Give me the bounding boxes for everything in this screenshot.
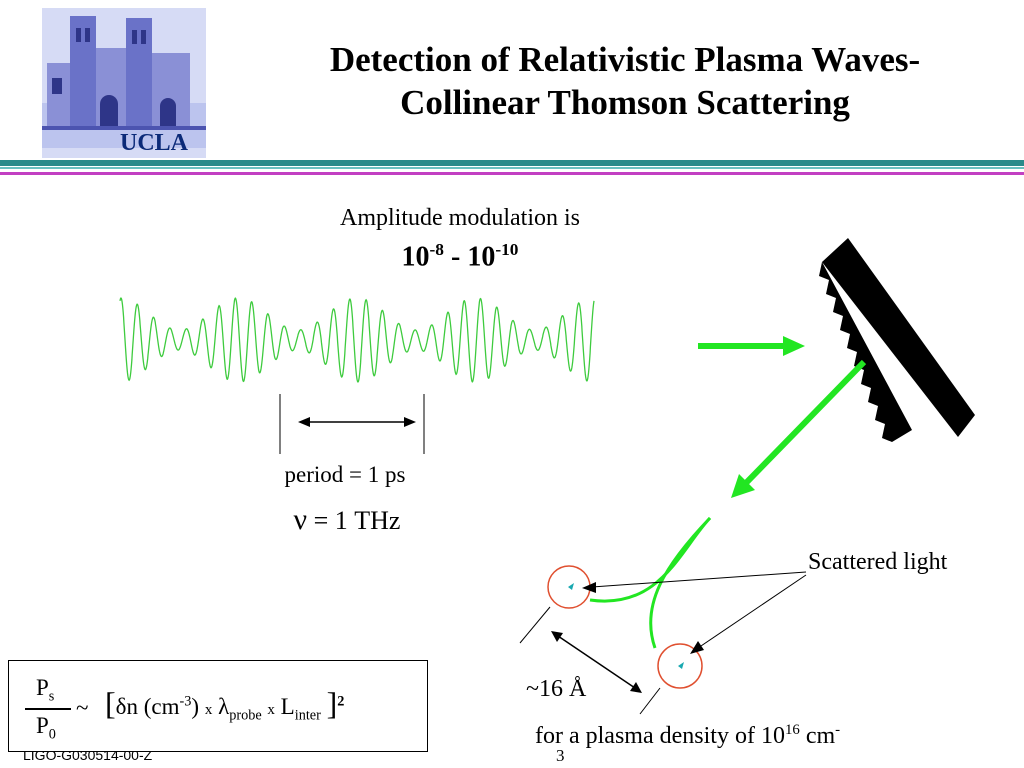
particle-icon-1 xyxy=(568,583,574,590)
frequency-label: ν = 1 THz xyxy=(293,503,401,536)
scattered-light-label: Scattered light xyxy=(808,549,948,575)
amplitude-label: Amplitude modulation is xyxy=(340,205,580,231)
amplitude-range: 10-8 - 10-10 xyxy=(401,240,519,273)
logo-text: UCLA xyxy=(120,130,189,156)
formula-expression: [δn (cm-3) x λprobe x Linter ]2 xyxy=(105,685,345,724)
fraction-bar xyxy=(25,708,71,710)
wave-curve xyxy=(119,297,595,383)
diffraction-grating xyxy=(819,238,975,442)
incident-arrowhead xyxy=(783,336,805,356)
formula-denominator: P0 xyxy=(36,713,56,743)
separation-arrow xyxy=(557,635,636,689)
ucla-logo xyxy=(42,8,206,158)
reflected-beam xyxy=(742,359,867,487)
slide-title: Detection of Relativistic Plasma Waves- … xyxy=(250,38,1000,124)
formula-sim: ~ xyxy=(76,695,89,720)
scattering-power-formula: Ps P0 ~ [δn (cm-3) x λprobe x Linter ]2 xyxy=(8,660,428,752)
formula-numerator: Ps xyxy=(36,675,55,705)
modulated-wave xyxy=(119,297,595,383)
title-divider xyxy=(0,160,1024,175)
scattered-path-1 xyxy=(589,516,712,603)
density-label: for a plasma density of 1016 cm- xyxy=(535,722,841,749)
electron-circle-2 xyxy=(657,643,703,689)
scattered-path-2 xyxy=(649,516,712,649)
separation-label: ~16 Å xyxy=(526,676,587,702)
density-exponent-continued: 3 xyxy=(556,746,565,765)
title-line-1: Detection of Relativistic Plasma Waves- xyxy=(329,40,921,79)
title-line-2: Collinear Thomson Scattering xyxy=(400,83,850,122)
period-label: period = 1 ps xyxy=(284,462,406,487)
particle-icon-2 xyxy=(678,662,684,669)
reflected-arrowhead xyxy=(731,474,755,498)
period-indicator xyxy=(279,394,425,454)
